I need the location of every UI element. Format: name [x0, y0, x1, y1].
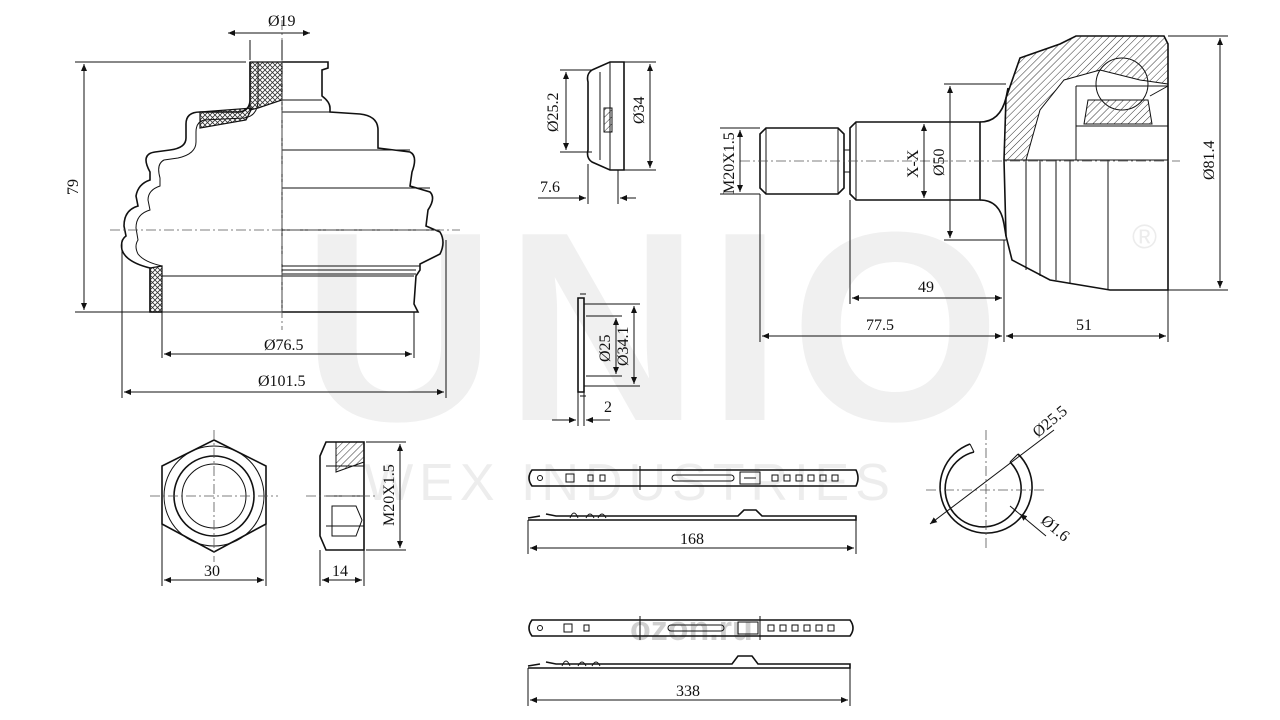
clamp-holes-large: [767, 624, 835, 632]
boot-height-label: 79: [65, 179, 82, 195]
boot-small-diameter-label: Ø76.5: [264, 337, 304, 354]
boot-top-diameter-label: Ø19: [268, 13, 296, 30]
boot-large-diameter-label: Ø101.5: [258, 373, 306, 390]
washer-inner-diameter-label: Ø25: [597, 334, 614, 362]
clamp-holes: [771, 474, 839, 482]
dust-cap-view: Ø25.2 Ø34 7.6: [538, 61, 656, 204]
nut-thread-label: M20X1.5: [381, 464, 398, 526]
nut-width-label: 30: [204, 563, 220, 580]
ozon-logo: ozon.ru: [630, 610, 753, 648]
washer-outer-diameter-label: Ø34.1: [615, 326, 632, 366]
housing-diameter-label: Ø81.4: [1201, 140, 1218, 180]
washer-thickness-label: 2: [604, 399, 612, 416]
boot-view: Ø19 79 Ø76.5 Ø101.5: [65, 13, 460, 398]
large-clamp-view: 338: [527, 616, 854, 706]
circlip-diameter-label: Ø25.5: [1030, 403, 1071, 441]
spline-length-label: 49: [918, 279, 934, 296]
large-clamp-length-label: 338: [676, 683, 700, 700]
cap-inner-diameter-label: Ø25.2: [545, 92, 562, 132]
thread-label: M20X1.5: [721, 132, 738, 194]
circlip-wire-label: Ø1.6: [1037, 512, 1072, 545]
watermark-registered-mark: ®: [1132, 218, 1157, 256]
housing-section: [1003, 35, 1169, 161]
section-mark-label: X-X: [905, 149, 922, 178]
cap-width-label: 7.6: [540, 179, 560, 196]
washer-view: Ø25 Ø34.1 2: [552, 293, 640, 426]
nut-view: 30 M20X1.5 14: [150, 430, 406, 586]
cv-joint-view: X-X Ø50 M20X1.5 Ø81.4 49 77.5 51: [720, 35, 1228, 342]
boot-band: [282, 269, 416, 275]
watermark-brand: UNIO: [302, 177, 1009, 478]
stem-length-label: 77.5: [866, 317, 894, 334]
housing-length-label: 51: [1076, 317, 1092, 334]
small-clamp-length-label: 168: [680, 531, 704, 548]
small-clamp-view: 168: [527, 466, 859, 554]
cap-outer-diameter-label: Ø34: [631, 96, 648, 124]
watermark: UNIO ® WEX INDUSTRIES ozon.ru: [302, 177, 1158, 648]
nut-height-label: 14: [332, 563, 348, 580]
watermark-tagline: WEX INDUSTRIES: [364, 454, 896, 512]
shaft-diameter-label: Ø50: [931, 148, 948, 176]
